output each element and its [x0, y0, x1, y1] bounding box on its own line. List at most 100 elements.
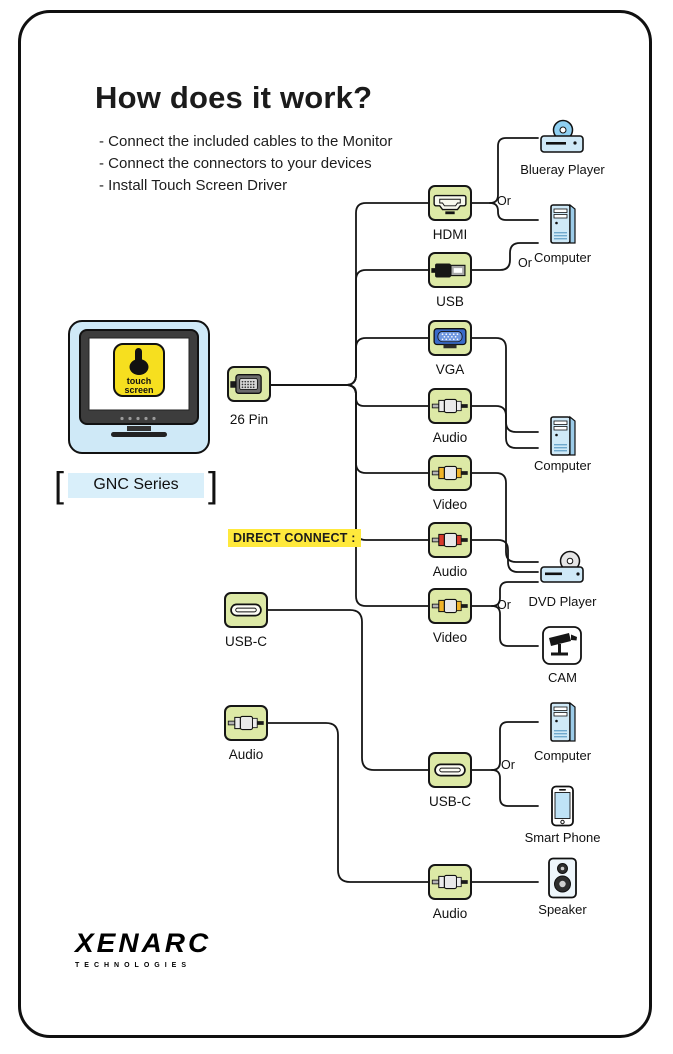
line-26pin-usb — [270, 269, 429, 386]
instruction-item: - Install Touch Screen Driver — [99, 177, 288, 194]
diagram-card — [18, 10, 652, 1038]
direct-connect-highlight: DIRECT CONNECT : — [228, 529, 361, 547]
blueray-device — [538, 116, 586, 160]
usbc-icon — [434, 763, 466, 777]
audio-mid-connector — [428, 864, 472, 900]
dvd-label: DVD Player — [528, 594, 597, 609]
speaker-icon — [548, 857, 577, 899]
instruction-list: - Connect the included cables to the Mon… — [99, 131, 393, 197]
video1-label: Video — [432, 497, 468, 512]
line-video1-dvd — [471, 472, 539, 563]
or-label-hdmi: Or — [497, 194, 511, 208]
bezel-buttons — [120, 416, 156, 421]
line-hdmi-blueray — [489, 137, 539, 204]
bracket-left: [ — [54, 464, 65, 505]
instruction-item: - Connect the connectors to your devices — [99, 155, 372, 172]
audio1-label: Audio — [432, 430, 468, 445]
audio-red-rca-icon — [431, 532, 468, 548]
logo-sub-text: TECHNOLOGIES — [75, 962, 192, 969]
blueray-label: Blueray Player — [520, 162, 605, 177]
line-26pin-video2 — [270, 384, 429, 607]
audio-red-rca-connector — [428, 522, 472, 558]
usb-icon — [431, 263, 466, 278]
usb-label: USB — [436, 294, 464, 309]
line-26pin-audio2 — [270, 384, 429, 541]
audio2-label: Audio — [432, 564, 468, 579]
dvd-player-icon — [540, 550, 584, 583]
vga-connector — [428, 320, 472, 356]
computer1-device — [538, 202, 586, 246]
cam-label: CAM — [548, 670, 577, 685]
line-26pin-vga — [270, 337, 429, 386]
line-audio2-dvd — [471, 539, 539, 573]
video2-rca-connector — [428, 588, 472, 624]
usbc-mid-connector — [428, 752, 472, 788]
security-camera-icon — [542, 626, 582, 665]
line-26pin-video1 — [270, 384, 429, 474]
audio-rca-icon — [227, 715, 264, 731]
bracket-right: ] — [207, 464, 218, 505]
monitor-illustration: touch screen — [68, 320, 210, 454]
speaker-label: Speaker — [538, 902, 587, 917]
usbc-icon — [230, 603, 262, 617]
page-title: How does it work? — [95, 80, 373, 115]
touch-label-line2: screen — [124, 385, 153, 395]
or-label-usb: Or — [518, 256, 532, 270]
line-usb-computer — [471, 242, 539, 271]
blueray-player-icon — [540, 119, 584, 153]
computer2-label: Computer — [533, 458, 592, 473]
or-label-video: Or — [497, 598, 511, 612]
26pin-icon — [230, 374, 262, 394]
smartphone-icon — [551, 785, 574, 827]
instruction-item: - Connect the included cables to the Mon… — [99, 133, 393, 150]
smartphone-label: Smart Phone — [524, 830, 601, 845]
video-rca-icon — [431, 465, 468, 481]
usbc-left-label: USB-C — [224, 634, 267, 649]
video2-rca-icon — [431, 598, 468, 614]
computer2-device — [538, 414, 586, 458]
touchscreen-monitor-icon: touch screen — [79, 329, 199, 437]
line-audio1-computer — [471, 405, 539, 449]
series-name: GNC Series — [68, 472, 204, 498]
26pin-connector — [227, 366, 271, 402]
line-26pin-hdmi — [270, 202, 429, 386]
speaker-device — [538, 856, 586, 900]
xenarc-logo: XENARC TECHNOLOGIES — [75, 928, 211, 969]
audio-mid-label: Audio — [432, 906, 468, 921]
computer1-label: Computer — [533, 250, 592, 265]
computer3-label: Computer — [533, 748, 592, 763]
usbc-mid-label: USB-C — [428, 794, 471, 809]
audio-left-connector — [224, 705, 268, 741]
computer-tower-icon — [550, 415, 576, 456]
audio-rca-icon — [431, 398, 468, 414]
26pin-label: 26 Pin — [229, 412, 269, 427]
hdmi-label: HDMI — [432, 227, 468, 242]
audio-left-label: Audio — [228, 747, 264, 762]
direct-connect-heading: DIRECT CONNECT : — [228, 529, 361, 547]
line-video2-cam — [491, 605, 539, 647]
computer-tower-icon — [550, 203, 576, 244]
line-26pin-audio1 — [270, 384, 429, 407]
dvd-device — [538, 546, 586, 590]
smartphone-device — [538, 784, 586, 828]
line-usbcmid-smartphone — [491, 769, 539, 807]
hdmi-icon — [433, 194, 467, 215]
touch-label-line1: touch — [127, 376, 152, 386]
line-hdmi-computer — [489, 202, 539, 221]
audio-rca-icon — [431, 874, 468, 890]
video-rca-connector — [428, 455, 472, 491]
cam-device — [538, 624, 586, 668]
line-audioleft-audiomid — [267, 722, 429, 883]
series-label-group: [ GNC Series ] — [54, 466, 218, 504]
audio-rca-connector — [428, 388, 472, 424]
vga-icon — [433, 328, 467, 349]
hdmi-connector — [428, 185, 472, 221]
video2-label: Video — [432, 630, 468, 645]
line-usbcmid-computer — [491, 721, 539, 771]
logo-brand-text: XENARC — [75, 928, 212, 958]
line-video2-dvd — [491, 581, 539, 607]
or-label-usbc: Or — [501, 758, 515, 772]
usb-connector — [428, 252, 472, 288]
